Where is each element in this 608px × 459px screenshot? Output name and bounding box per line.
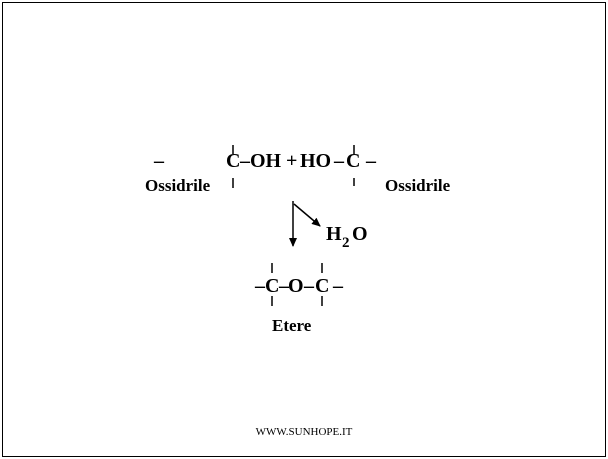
product-right-dash: –	[332, 275, 344, 297]
left-bond-dash: –	[239, 150, 251, 172]
product-carbon-right: C	[315, 275, 329, 297]
water-subscript: 2	[342, 235, 350, 251]
label-hydroxyl-right: Ossidrile	[385, 176, 451, 195]
product-carbon-left: C	[265, 275, 279, 297]
right-bond-dash: –	[333, 150, 345, 172]
plus-sign: +	[286, 150, 297, 172]
product-oxygen: O	[288, 275, 304, 297]
label-hydroxyl-left: Ossidrile	[145, 176, 211, 195]
left-carbon: C	[226, 150, 240, 172]
water-o: O	[352, 223, 368, 245]
byproduct-arrow	[293, 203, 321, 227]
right-carbon: C	[346, 150, 360, 172]
right-dash: –	[365, 150, 377, 172]
product-left-dash: –	[254, 275, 266, 297]
product-dash-2: –	[303, 275, 315, 297]
hydroxyl-right: HO	[300, 150, 331, 172]
water-h: H	[326, 223, 342, 245]
left-dash: –	[153, 150, 165, 172]
product-label: Etere	[272, 316, 312, 335]
hydroxyl-left: OH	[250, 150, 282, 172]
product-dash-1: –	[278, 275, 290, 297]
footer-url: WWW.SUNHOPE.IT	[255, 426, 353, 438]
